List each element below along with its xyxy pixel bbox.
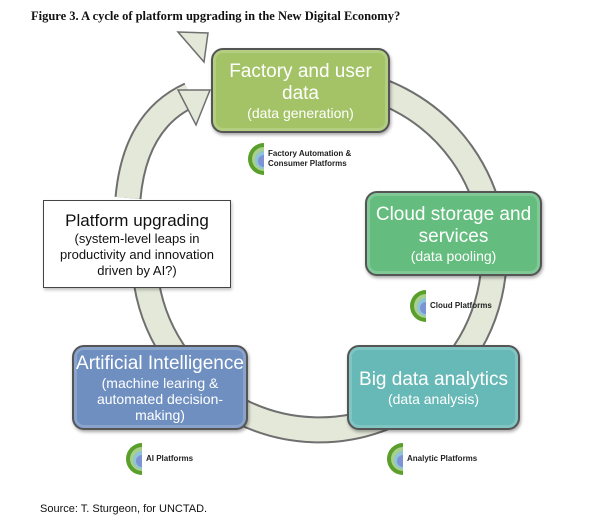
node-factory-title: Factory and user data <box>229 60 372 104</box>
node-upgrade-subtitle: (system-level leaps in productivity and … <box>60 230 214 278</box>
node-cloud-title: Cloud storage and services <box>375 203 532 247</box>
figure-title: Figure 3. A cycle of platform upgrading … <box>31 9 401 23</box>
platform-logo-icon <box>410 290 426 322</box>
platform-factory-label: Factory Automation & Consumer Platforms <box>268 149 352 168</box>
node-cloud-subtitle: (data pooling) <box>410 247 497 264</box>
node-big-data-analytics: Big data analytics (data analysis) <box>347 345 520 430</box>
platform-ai-label: AI Platforms <box>146 454 194 463</box>
platform-factory: Factory Automation & Consumer Platforms <box>236 143 351 175</box>
platform-analytic: Analytic Platforms <box>375 443 477 475</box>
node-bigdata-title: Big data analytics <box>359 368 508 390</box>
cycle-arrowhead <box>176 31 209 64</box>
node-ai-subtitle: (machine learing & automated decision-ma… <box>96 374 224 423</box>
platform-cloud: Cloud Platforms <box>398 290 492 322</box>
node-platform-upgrading: Platform upgrading (system-level leaps i… <box>43 200 231 288</box>
source-note: Source: T. Sturgeon, for UNCTAD. <box>40 503 208 515</box>
platform-logo-icon <box>126 443 142 475</box>
platform-logo-icon <box>387 443 403 475</box>
arrowhead-tip <box>176 89 212 127</box>
node-bigdata-subtitle: (data analysis) <box>387 390 480 407</box>
node-ai-title: Artificial Intelligence <box>76 352 244 374</box>
node-factory-subtitle: (data generation) <box>247 104 354 121</box>
platform-analytic-label: Analytic Platforms <box>407 454 478 463</box>
platform-cloud-label: Cloud Platforms <box>430 301 492 310</box>
node-artificial-intelligence: Artificial Intelligence (machine learing… <box>72 345 248 430</box>
node-cloud-storage: Cloud storage and services (data pooling… <box>365 191 542 276</box>
node-factory-user-data: Factory and user data (data generation) <box>211 48 390 133</box>
node-upgrade-title: Platform upgrading <box>65 210 209 230</box>
platform-logo-icon <box>248 143 264 175</box>
platform-ai: AI Platforms <box>114 443 193 475</box>
